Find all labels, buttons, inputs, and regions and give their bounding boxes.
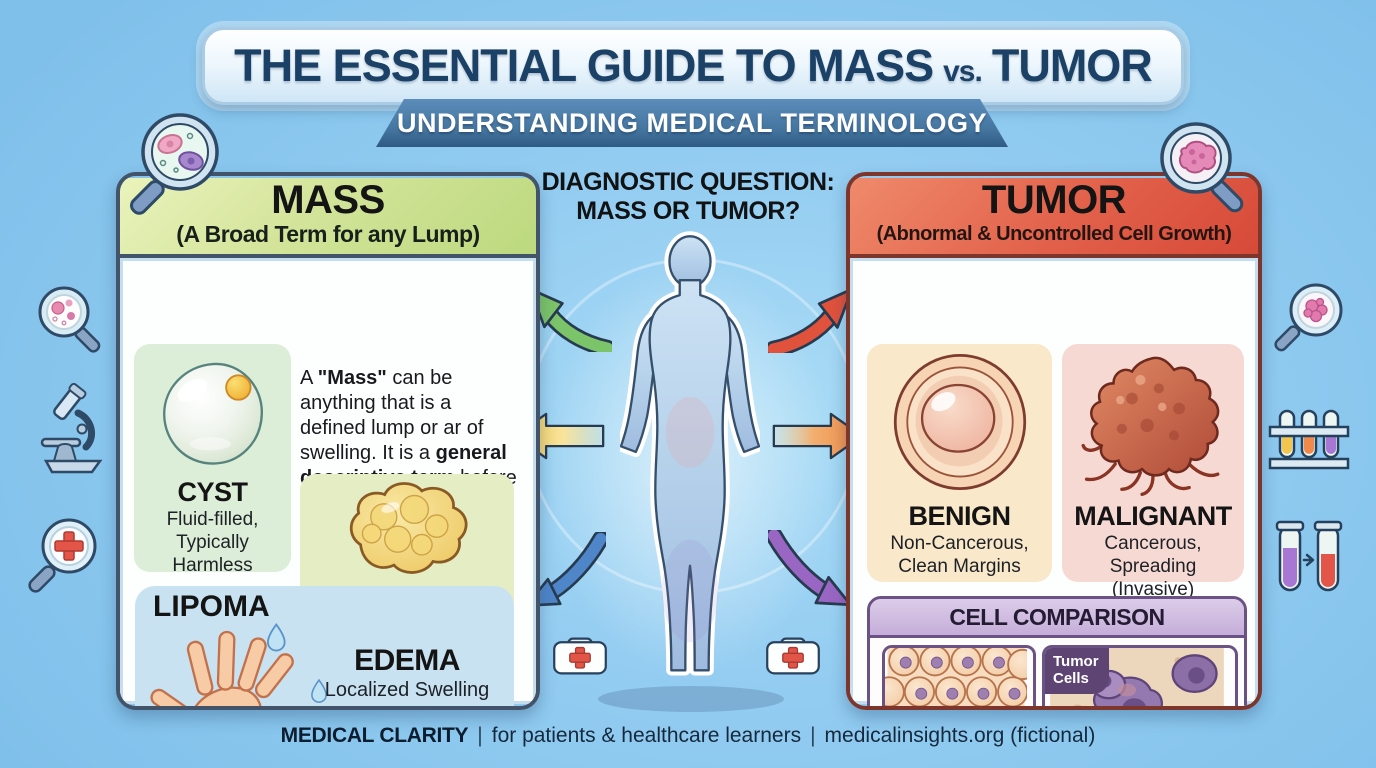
edema-block: EDEMA Localized Swelling(Fluid Retention… xyxy=(307,644,507,706)
mass-panel-header: MASS (A Broad Term for any Lump) xyxy=(120,178,536,258)
mass-panel-body: CYST Fluid-filled,Typically Harmless A "… xyxy=(120,258,536,706)
edema-title: EDEMA xyxy=(354,644,460,677)
cyst-bubble-illustration xyxy=(162,362,263,465)
first-aid-kit-icon xyxy=(766,637,820,675)
cyst-title: CYST xyxy=(177,477,248,507)
tumor-panel-body: BENIGN Non-Cancerous,Clean Margins xyxy=(850,258,1258,706)
mass-title: MASS xyxy=(271,178,385,222)
cyst-card: CYST Fluid-filled,Typically Harmless xyxy=(134,344,291,576)
test-tube-transfer-icon xyxy=(1275,520,1343,592)
normal-cells-illustration xyxy=(885,648,1033,706)
diagnostic-question: DIAGNOSTIC QUESTION: MASS OR TUMOR? xyxy=(541,168,835,225)
malignant-title: MALIGNANT xyxy=(1074,501,1232,531)
lipoma-title: LIPOMA xyxy=(153,590,270,623)
benign-title: BENIGN xyxy=(908,501,1011,531)
purple-arrow xyxy=(768,530,852,607)
body-silhouette xyxy=(620,226,760,704)
footer: MEDICAL CLARITY|for patients & healthcar… xyxy=(280,724,1096,747)
tumor-magnifier-icon xyxy=(1160,122,1244,213)
benign-card: BENIGN Non-Cancerous,Clean Margins xyxy=(867,344,1052,582)
malignant-card: MALIGNANT Cancerous, Spreading(Invasive) xyxy=(1062,344,1244,600)
page-subtitle: UNDERSTANDING MEDICAL TERMINOLOGY xyxy=(397,107,987,138)
fat-lump-illustration xyxy=(349,482,468,574)
benign-tumor-illustration xyxy=(893,354,1026,490)
normal-cells-image xyxy=(882,645,1036,706)
cells-magnifier-icon xyxy=(130,113,219,215)
cell-comparison-title: CELL COMPARISON xyxy=(949,603,1165,630)
subtitle-banner: UNDERSTANDING MEDICAL TERMINOLOGY xyxy=(376,99,1008,147)
tumor-title: TUMOR xyxy=(981,178,1127,222)
lipoma-edema-card: LIPOMA xyxy=(135,586,514,706)
microscope-icon xyxy=(40,383,103,474)
red-arrow xyxy=(768,287,854,353)
cell-comparison-header: CELL COMPARISON xyxy=(870,599,1244,638)
body-shadow xyxy=(598,686,784,712)
first-aid-kit-icon xyxy=(553,637,607,675)
tumor-subtitle: (Abnormal & Uncontrolled Cell Growth) xyxy=(876,223,1232,245)
footer-tagline: for patients & healthcare learners xyxy=(491,724,802,747)
cross-magnifier-icon xyxy=(28,518,97,593)
test-tube-rack-icon xyxy=(1268,409,1350,470)
malignant-tumor-illustration xyxy=(1081,356,1220,496)
mass-panel: MASS (A Broad Term for any Lump) CYST xyxy=(116,172,540,710)
footer-site: medicalinsights.org (fictional) xyxy=(824,724,1096,747)
tumor-panel: TUMOR (Abnormal & Uncontrolled Cell Grow… xyxy=(846,172,1262,710)
cell-comparison-panel: CELL COMPARISON xyxy=(867,596,1247,706)
pink-cells-magnifier-icon xyxy=(1274,283,1343,352)
hand-with-drops-illustration xyxy=(150,623,327,706)
petri-magnifier-icon xyxy=(38,286,101,353)
orange-arrow xyxy=(772,412,864,460)
mass-subtitle: (A Broad Term for any Lump) xyxy=(176,221,480,247)
footer-brand: MEDICAL CLARITY xyxy=(280,724,469,747)
